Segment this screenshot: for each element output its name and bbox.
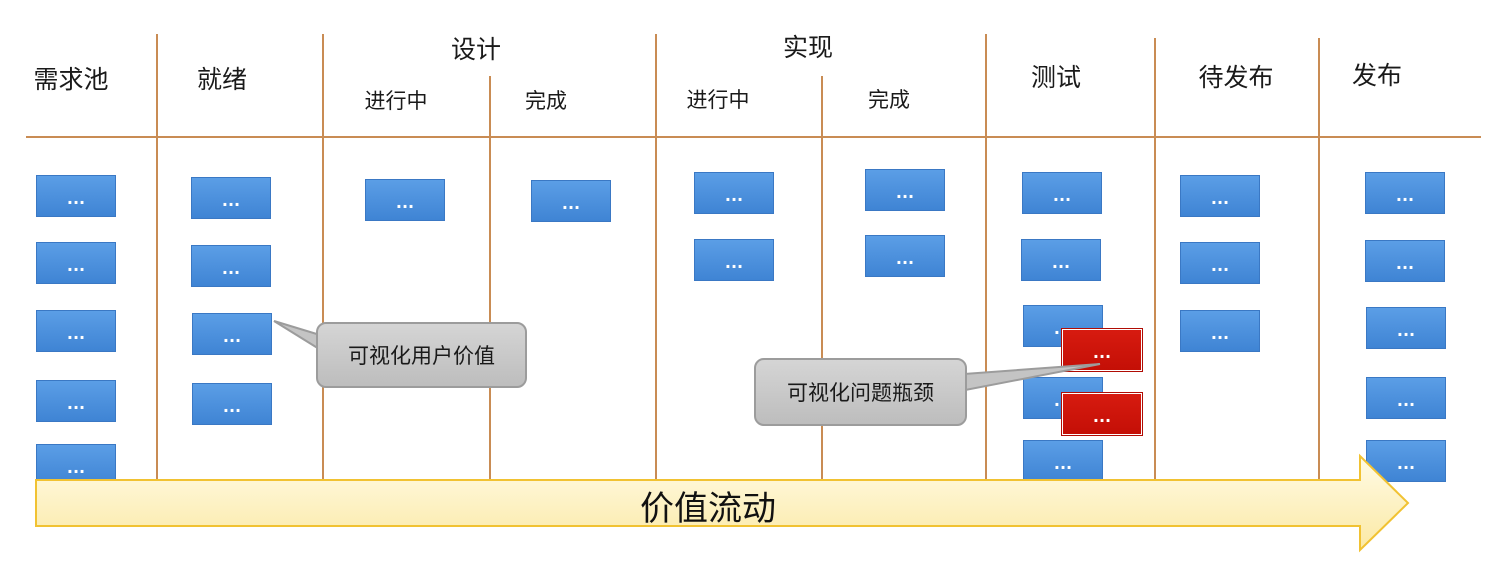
task-card[interactable]: ... (192, 313, 272, 355)
task-card[interactable]: ... (365, 179, 445, 221)
callout-bottleneck-text: 可视化问题瓶颈 (787, 381, 934, 405)
value-flow-arrow (35, 453, 1410, 553)
subcolumn-title-design-done: 完成 (525, 89, 567, 113)
callout-bottleneck: 可视化问题瓶颈 (754, 358, 967, 426)
task-card[interactable]: ... (1365, 240, 1445, 282)
task-card[interactable]: ... (36, 310, 116, 352)
column-divider (322, 34, 324, 480)
task-card[interactable]: ... (694, 239, 774, 281)
task-card[interactable]: ... (36, 175, 116, 217)
blocked-task-card[interactable]: ... (1061, 392, 1143, 436)
task-card[interactable]: ... (192, 383, 272, 425)
column-title-ready: 就绪 (196, 65, 248, 94)
subcolumn-title-implement-in-progress: 进行中 (686, 88, 750, 112)
column-title-release: 发布 (1351, 61, 1403, 90)
value-flow-label: 价值流动 (640, 489, 776, 529)
column-title-to-release: 待发布 (1198, 63, 1274, 92)
task-card[interactable]: ... (1023, 440, 1103, 482)
task-card[interactable]: ... (191, 245, 271, 287)
column-divider (655, 34, 657, 480)
task-card[interactable]: ... (531, 180, 611, 222)
subcolumn-divider (489, 76, 491, 480)
task-card[interactable]: ... (1180, 175, 1260, 217)
task-card[interactable]: ... (865, 235, 945, 277)
subcolumn-divider (821, 76, 823, 480)
callout-user-value: 可视化用户价值 (316, 322, 527, 388)
column-title-backlog: 需求池 (33, 65, 109, 94)
task-card[interactable]: ... (1366, 377, 1446, 419)
task-card[interactable]: ... (36, 242, 116, 284)
column-divider (156, 34, 158, 480)
subcolumn-title-implement-done: 完成 (868, 88, 910, 112)
task-card[interactable]: ... (1366, 307, 1446, 349)
blocked-task-card[interactable]: ... (1061, 328, 1143, 372)
task-card[interactable]: ... (694, 172, 774, 214)
task-card[interactable]: ... (1366, 440, 1446, 482)
task-card[interactable]: ... (1180, 310, 1260, 352)
header-divider (26, 136, 1481, 138)
task-card[interactable]: ... (865, 169, 945, 211)
column-title-implement: 实现 (782, 33, 834, 62)
task-card[interactable]: ... (36, 380, 116, 422)
task-card[interactable]: ... (191, 177, 271, 219)
callout-user-value-text: 可视化用户价值 (348, 344, 495, 368)
column-divider (985, 34, 987, 480)
column-title-test: 测试 (1030, 63, 1082, 92)
task-card[interactable]: ... (1180, 242, 1260, 284)
column-divider (1318, 38, 1320, 480)
column-title-design: 设计 (450, 35, 502, 64)
callout-pointer (948, 363, 1101, 394)
subcolumn-title-design-in-progress: 进行中 (364, 89, 428, 113)
task-card[interactable]: ... (1022, 172, 1102, 214)
column-divider (1154, 38, 1156, 480)
task-card[interactable]: ... (1021, 239, 1101, 281)
task-card[interactable]: ... (1365, 172, 1445, 214)
